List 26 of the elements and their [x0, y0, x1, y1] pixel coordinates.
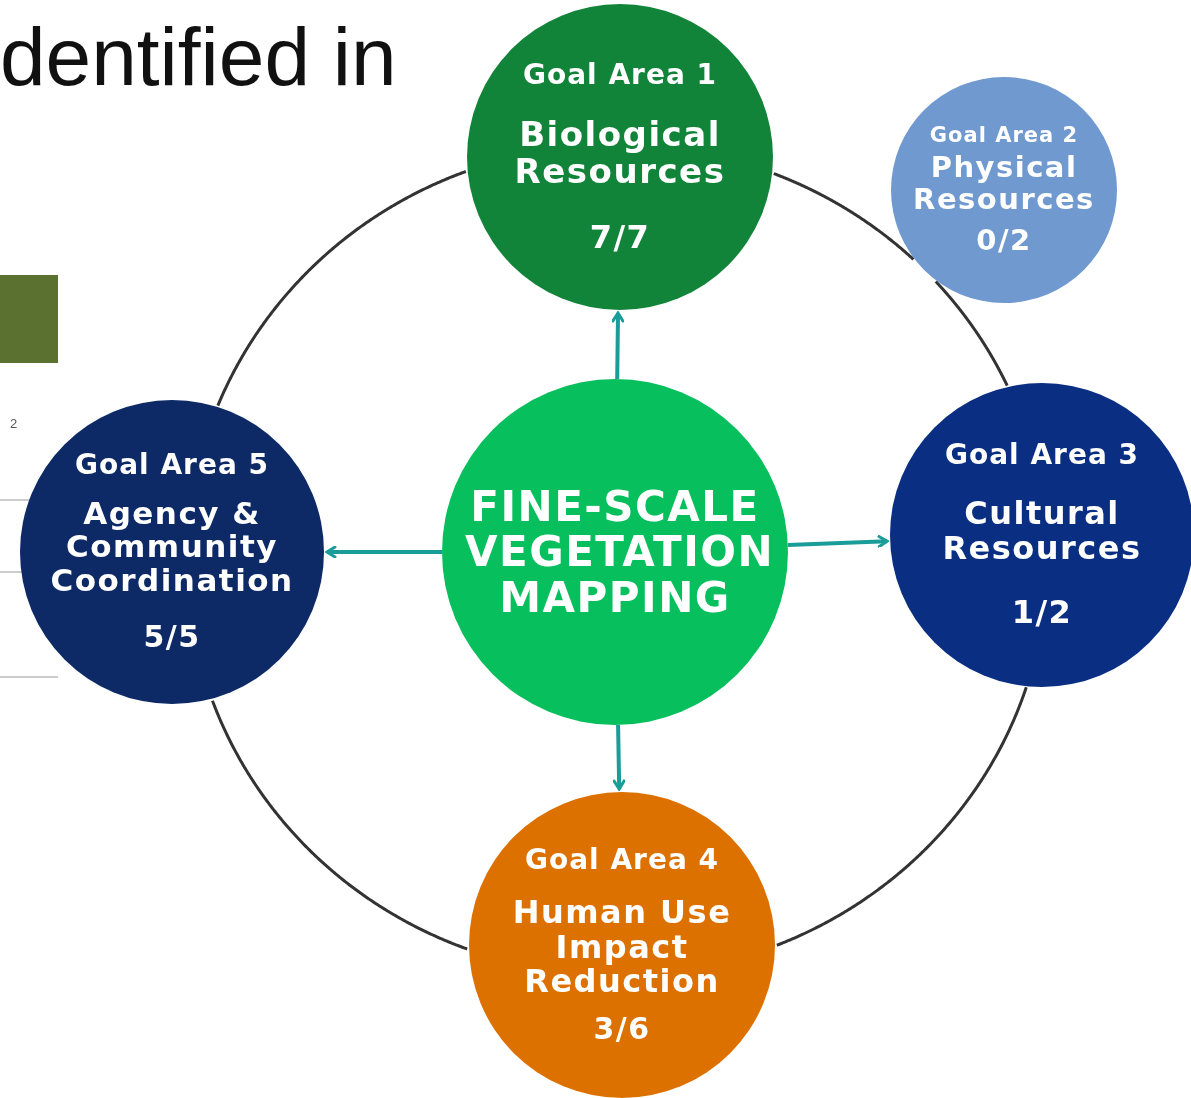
- arrow: [787, 535, 889, 548]
- connector-arc: [211, 700, 468, 951]
- subject-title: Cultural Resources: [941, 496, 1143, 566]
- footnote-number: 2: [10, 416, 18, 431]
- progress-count: 5/5: [143, 621, 201, 654]
- arrow: [611, 311, 625, 380]
- arrow: [325, 545, 442, 559]
- connector-arc: [776, 686, 1028, 947]
- subject-title: Human Use Impact Reduction: [511, 895, 733, 999]
- connector-arc: [773, 172, 915, 261]
- heading: Goal Area 4: [524, 844, 720, 876]
- heading: Goal Area 5: [74, 450, 270, 481]
- arrow: [612, 724, 626, 791]
- heading: Goal Area 1: [522, 59, 718, 91]
- slide-title: dentified in: [0, 10, 397, 104]
- subject-title: Biological Resources: [513, 116, 727, 190]
- heading: Goal Area 3: [944, 440, 1140, 471]
- progress-count: 3/6: [593, 1012, 651, 1046]
- progress-count: 1/2: [1011, 595, 1073, 630]
- subject-title: Agency & Community Coordination: [49, 496, 295, 598]
- heading: Goal Area 2: [929, 123, 1079, 147]
- subject-title: Physical Resources: [912, 152, 1096, 215]
- progress-count: 0/2: [976, 225, 1032, 257]
- progress-count: 7/7: [589, 219, 651, 255]
- connector-arc: [934, 280, 1009, 387]
- connector-arc: [216, 170, 467, 407]
